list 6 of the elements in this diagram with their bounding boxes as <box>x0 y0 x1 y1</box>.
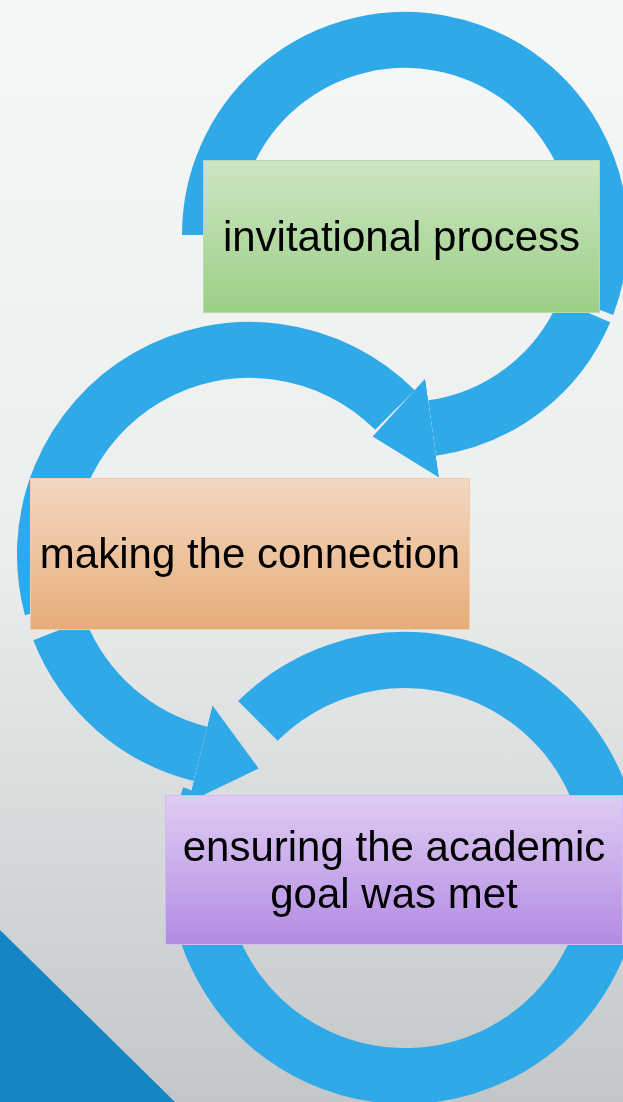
process-box <box>30 478 470 630</box>
box-label: invitational process <box>221 213 582 260</box>
box-label: making the connection <box>38 530 462 578</box>
box-label: ensuring the academic goal was met <box>181 822 607 918</box>
process-box <box>165 795 623 945</box>
process-box <box>203 160 600 313</box>
